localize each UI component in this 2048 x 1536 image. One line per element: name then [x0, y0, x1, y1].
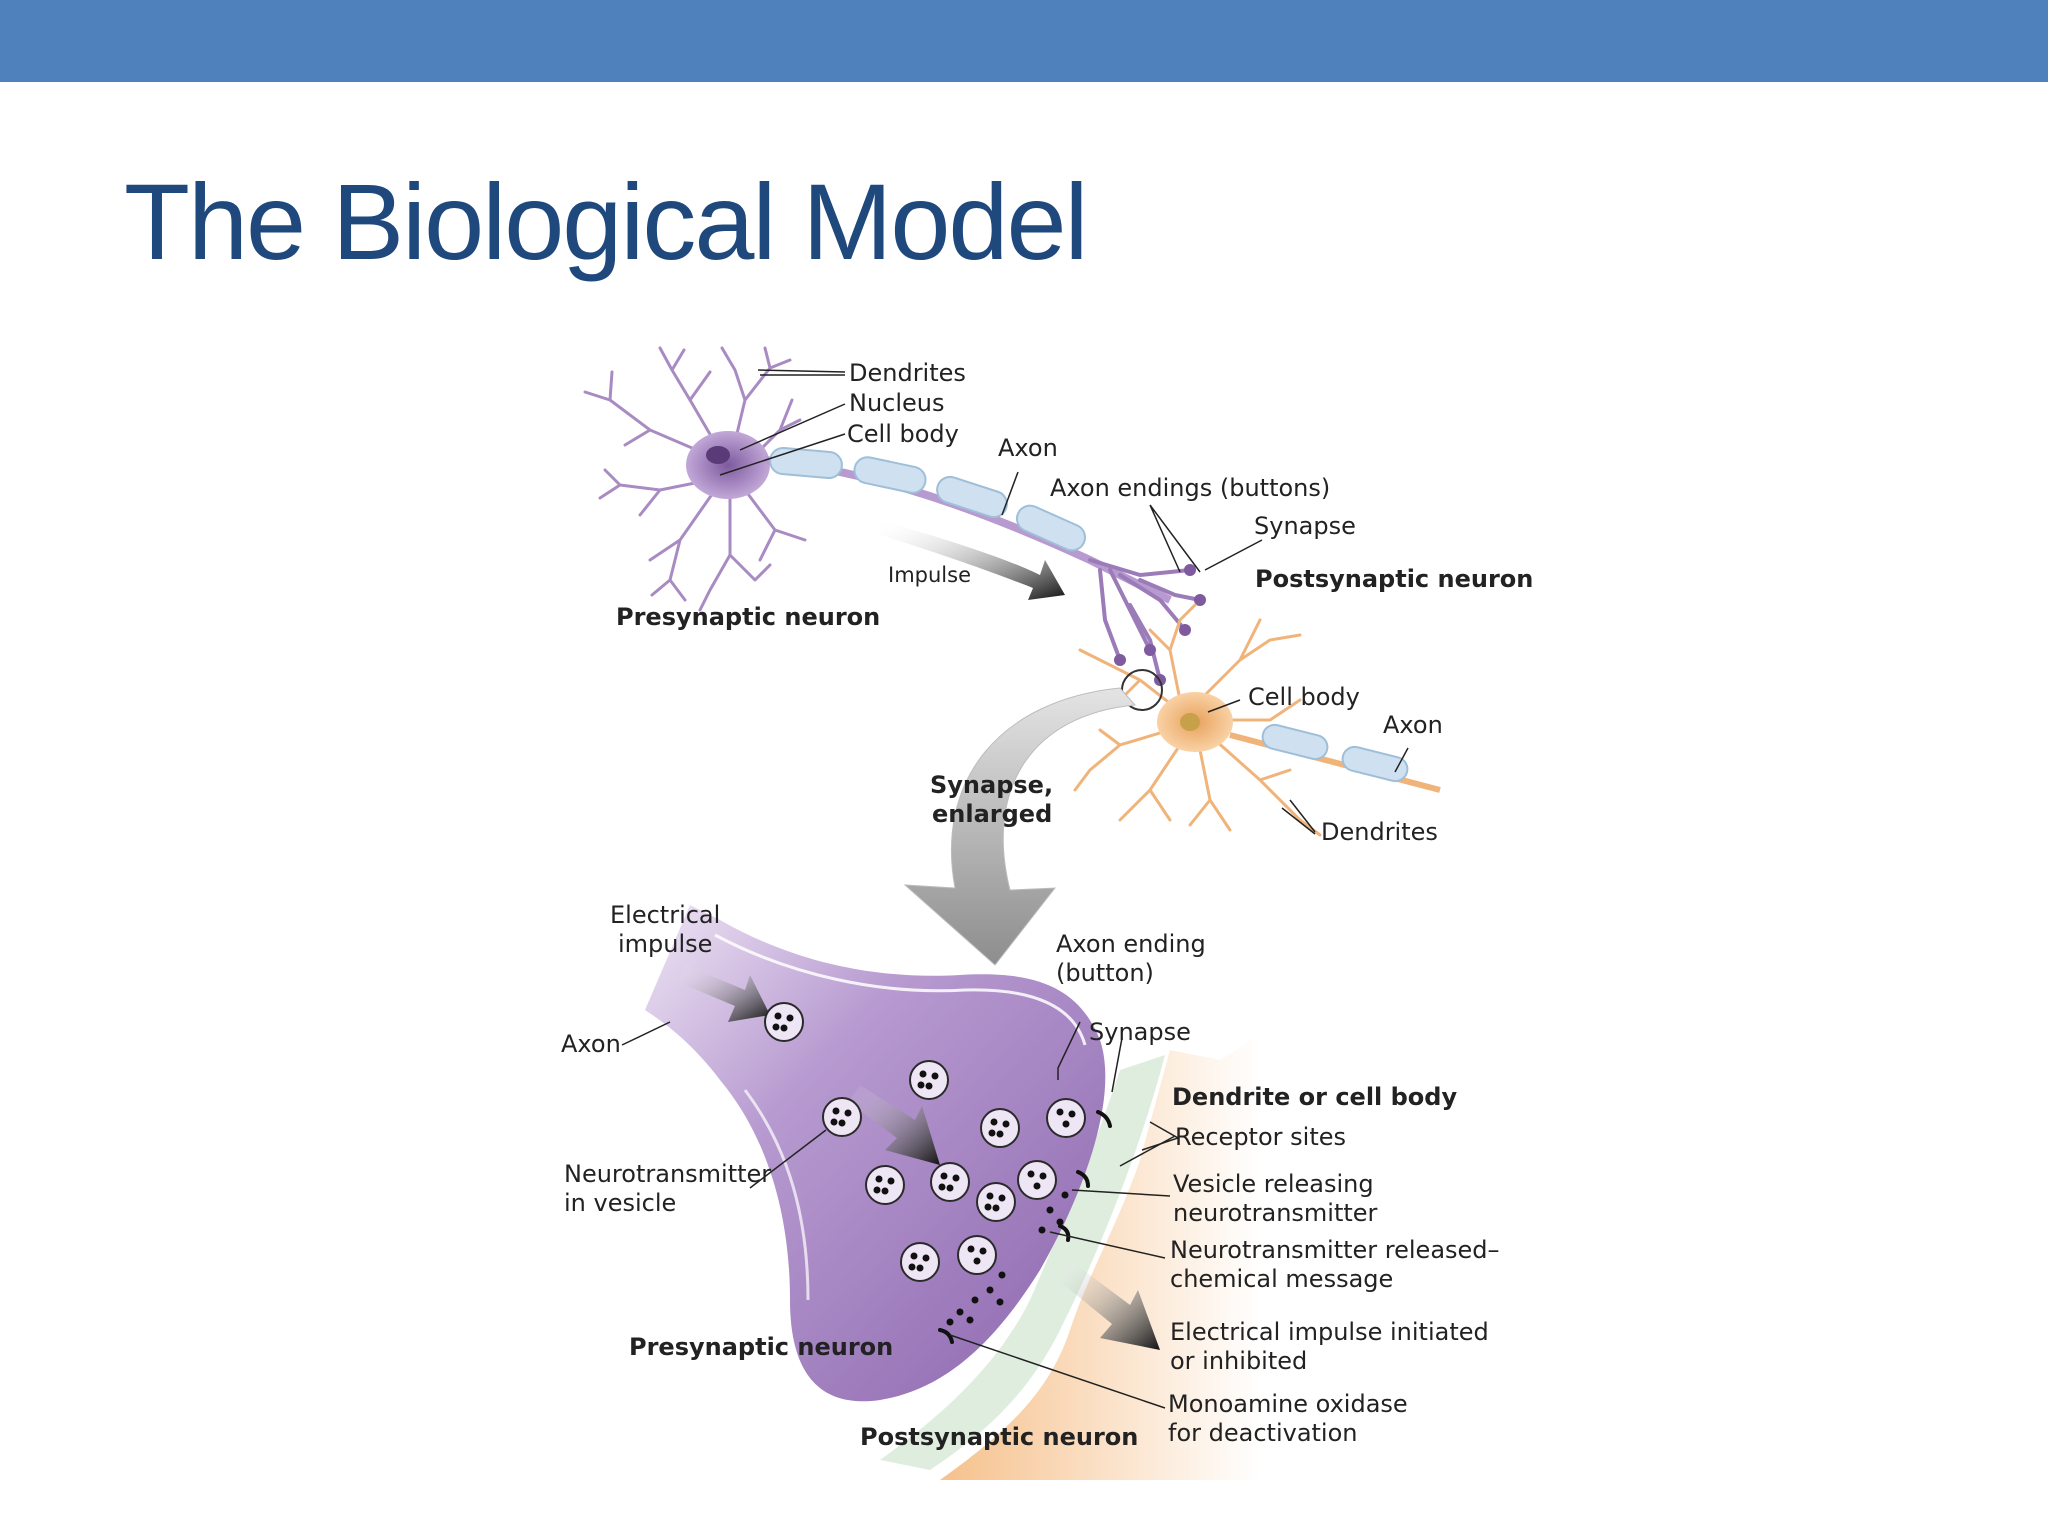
label-nt-in-vesicle-2: in vesicle — [564, 1189, 676, 1217]
label-post-dendrites: Dendrites — [1321, 818, 1438, 846]
electrical-impulse-arrow-2 — [848, 1085, 940, 1165]
label-nucleus: Nucleus — [849, 389, 945, 417]
receptor-sites — [938, 1110, 1112, 1344]
electrical-impulse-arrow — [678, 965, 770, 1022]
label-presynaptic-neuron-top: Presynaptic neuron — [616, 603, 880, 631]
label-post-cell-body: Cell body — [1248, 683, 1360, 711]
label-axon-ending-1: Axon ending — [1056, 930, 1206, 958]
impulse-arrow — [880, 520, 1065, 600]
label-axon-bottom: Axon — [561, 1030, 621, 1058]
label-nt-in-vesicle-1: Neurotransmitter — [564, 1160, 771, 1188]
label-synapse-enlarged-1: Synapse, — [930, 771, 1053, 799]
label-electrical-impulse-2: impulse — [618, 930, 712, 958]
label-mao-2: for deactivation — [1168, 1419, 1358, 1447]
postsynaptic-neuron-top — [1073, 603, 1441, 837]
header-bar — [0, 0, 2048, 82]
label-postsynaptic-neuron-top: Postsynaptic neuron — [1255, 565, 1533, 593]
label-synapse-bottom: Synapse — [1089, 1018, 1191, 1046]
top-labels: Dendrites Nucleus Cell body Axon Axon en… — [616, 359, 1533, 846]
label-synapse: Synapse — [1254, 512, 1356, 540]
label-mao-1: Monoamine oxidase — [1168, 1390, 1408, 1418]
vesicles — [764, 1002, 1086, 1282]
label-dendrites: Dendrites — [849, 359, 966, 387]
enlarge-arrow — [903, 687, 1137, 966]
myelin-sheath-top — [769, 446, 1087, 552]
synapse-enlarged — [645, 905, 1260, 1480]
label-synapse-enlarged-2: enlarged — [932, 800, 1052, 828]
presynaptic-cell-body — [686, 431, 770, 499]
label-cell-body: Cell body — [847, 420, 959, 448]
label-axon-endings: Axon endings (buttons) — [1050, 474, 1330, 502]
label-electrical-initiated-2: or inhibited — [1170, 1347, 1307, 1375]
label-postsynaptic-neuron-bottom: Postsynaptic neuron — [860, 1423, 1138, 1451]
presynaptic-neuron-top — [583, 346, 1206, 686]
bottom-labels: Electrical impulse Axon Axon ending (but… — [561, 901, 1500, 1451]
postsynaptic-membrane — [940, 1035, 1260, 1480]
presynaptic-terminal — [645, 905, 1106, 1402]
label-dendrite-or-cell-body: Dendrite or cell body — [1172, 1083, 1457, 1111]
myelin-sheath-post — [1261, 723, 1409, 783]
label-electrical-impulse-1: Electrical — [610, 901, 720, 929]
label-vesicle-releasing-2: neurotransmitter — [1173, 1199, 1378, 1227]
label-nt-released-2: chemical message — [1170, 1265, 1393, 1293]
axon-endings — [1088, 558, 1202, 682]
slide-title: The Biological Model — [124, 161, 1089, 282]
nucleus-icon — [706, 446, 730, 464]
label-impulse: Impulse — [888, 563, 971, 587]
label-nt-released-1: Neurotransmitter released– — [1170, 1236, 1500, 1264]
label-electrical-initiated-1: Electrical impulse initiated — [1170, 1318, 1489, 1346]
postsynaptic-impulse-arrow — [1058, 1260, 1160, 1350]
label-axon-ending-2: (button) — [1056, 959, 1154, 987]
label-axon: Axon — [998, 434, 1058, 462]
label-post-axon: Axon — [1383, 711, 1443, 739]
label-vesicle-releasing-1: Vesicle releasing — [1173, 1170, 1374, 1198]
label-receptor-sites: Receptor sites — [1175, 1123, 1346, 1151]
label-presynaptic-neuron-bottom: Presynaptic neuron — [629, 1333, 893, 1361]
neurotransmitter-dots — [772, 1012, 1076, 1326]
